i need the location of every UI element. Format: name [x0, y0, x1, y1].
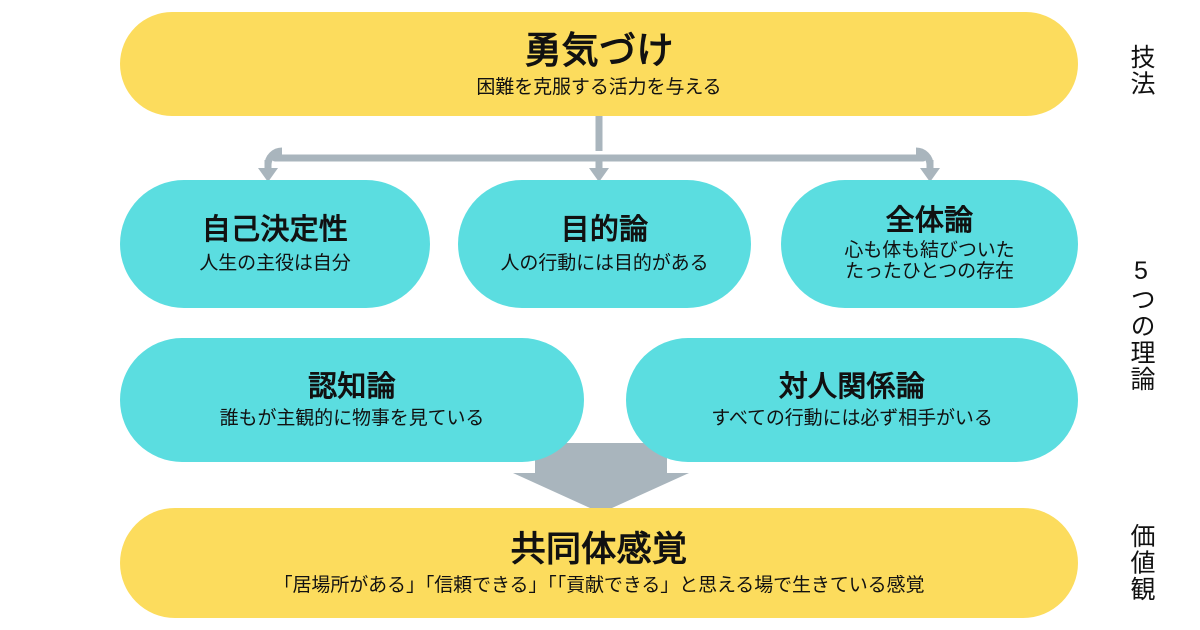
value-box-community-feeling[interactable]: 共同体感覚 「居場所がある」「信頼できる」「「貢献できる」と思える場で生きている…	[120, 508, 1078, 618]
technique-box-encouragement[interactable]: 勇気づけ 困難を克服する活力を与える	[120, 12, 1078, 116]
down-arrow-icon	[513, 443, 689, 513]
theory-box-holism[interactable]: 全体論 心も体も結びついた たったひとつの存在	[781, 180, 1078, 308]
theory-box-self-determination[interactable]: 自己決定性 人生の主役は自分	[120, 180, 430, 308]
theory-title: 認知論	[308, 370, 396, 403]
value-subtitle: 「居場所がある」「信頼できる」「「貢献できる」と思える場で生きている感覚	[273, 574, 925, 596]
theory-box-cognition[interactable]: 認知論 誰もが主観的に物事を見ている	[120, 338, 584, 462]
theory-subtitle-line-1: 人生の主役は自分	[199, 252, 351, 274]
theory-title: 全体論	[885, 205, 974, 237]
category-label-technique: 技法	[1127, 43, 1155, 97]
theory-box-teleology[interactable]: 目的論 人の行動には目的がある	[458, 180, 751, 308]
theory-subtitle-line-1: 人の行動には目的がある	[500, 252, 709, 274]
technique-subtitle: 困難を克服する活力を与える	[476, 76, 722, 98]
theory-subtitle-line-1: 心も体も結びついた	[844, 240, 1015, 261]
theory-subtitle-line-1: すべての行動には必ず相手がいる	[711, 407, 993, 429]
category-label-values: 価値観	[1127, 522, 1155, 603]
technique-title: 勇気づけ	[524, 29, 674, 71]
theory-title: 自己決定性	[201, 213, 349, 246]
value-title: 共同体感覚	[510, 529, 688, 569]
theory-title: 対人関係論	[778, 370, 926, 403]
category-label-five-theories: 5つの理論	[1127, 257, 1155, 393]
theory-subtitle-line-1: 誰もが主観的に物事を見ている	[219, 407, 485, 429]
theory-title: 目的論	[560, 213, 649, 246]
theory-box-interpersonal[interactable]: 対人関係論 すべての行動には必ず相手がいる	[626, 338, 1078, 462]
theory-subtitle-line-2: たったひとつの存在	[845, 261, 1014, 282]
